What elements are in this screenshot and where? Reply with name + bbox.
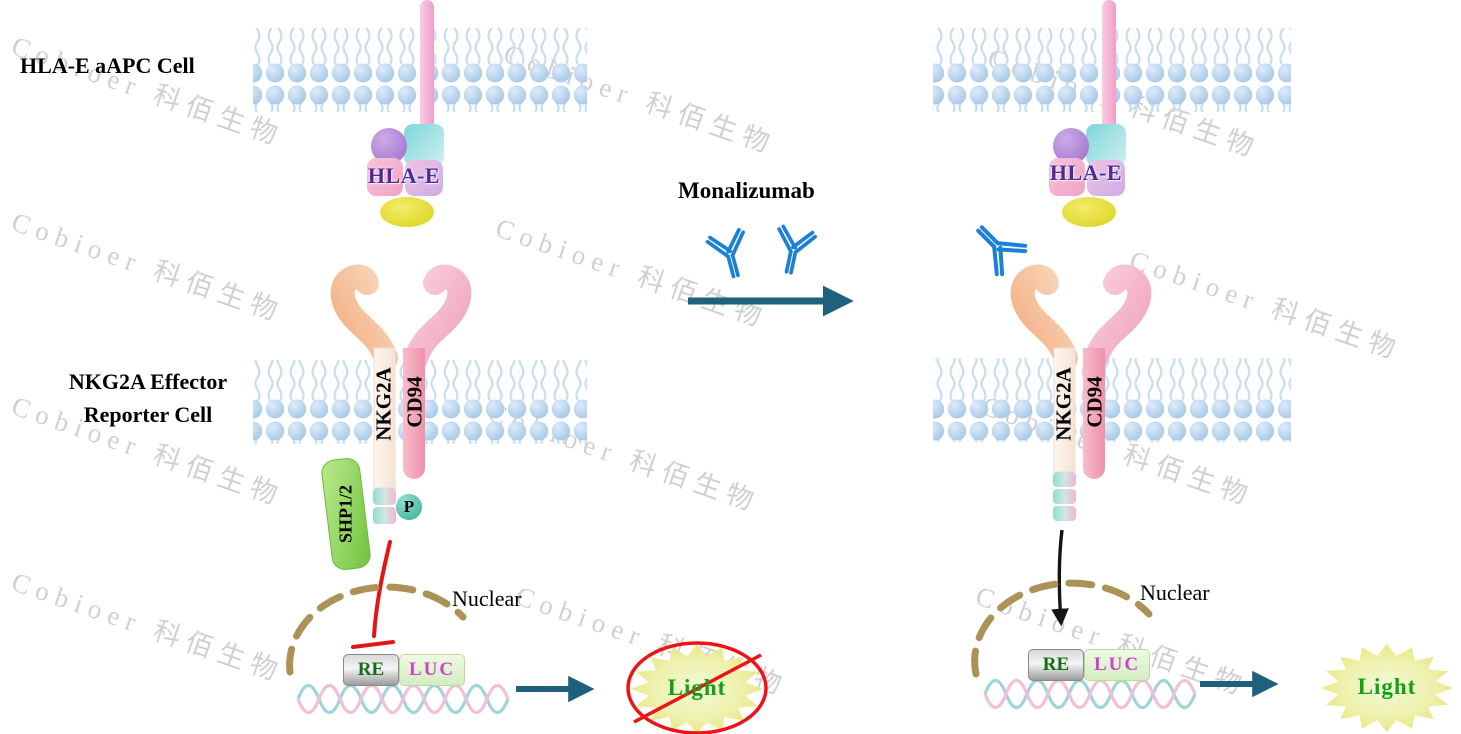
- effector-cell-label: NKG2A Effector Reporter Cell: [28, 365, 268, 431]
- nuclear-envelope-right: [971, 579, 1153, 678]
- monalizumab-antibody-icon: [768, 223, 818, 278]
- cd94-label-right: CD94: [1082, 376, 1107, 428]
- hla-e-domain-teal: [404, 124, 444, 166]
- cd94-label-left: CD94: [402, 376, 427, 428]
- activation-arrow: [1051, 529, 1069, 627]
- shp-complex: [321, 458, 371, 570]
- monalizumab-antibody-icon: [704, 227, 756, 283]
- itim-motif: [1053, 506, 1076, 521]
- re-element-left: RE: [343, 654, 399, 686]
- light-label-active: Light: [1357, 674, 1417, 699]
- hla-e-stalk: [1102, 0, 1116, 138]
- monalizumab-label: Monalizumab: [678, 178, 815, 203]
- prohibition-slash: [633, 653, 762, 724]
- inhibition-line: [351, 540, 395, 649]
- itim-motif: [373, 507, 396, 524]
- nkg2a-label-left: NKG2A: [371, 367, 396, 441]
- peptide-ellipse: [1062, 197, 1116, 227]
- bound-monalizumab-antibody-icon: [966, 215, 1028, 277]
- no-light-sign: [626, 641, 768, 734]
- hla-e-label-right: HLA-E: [1049, 160, 1123, 185]
- hla-e-complex-left: [367, 0, 444, 227]
- prohibition-ellipse: [626, 641, 768, 734]
- shp-label: SHP1/2: [335, 484, 356, 544]
- itim-motif: [373, 488, 396, 505]
- nkg2a-cd94-receptor-right: [1010, 264, 1152, 521]
- dna-right: [983, 678, 1197, 710]
- nuclear-label-left: Nuclear: [452, 586, 522, 611]
- phosphorylation-circle: [396, 494, 422, 520]
- nkg2a-arm: [1010, 264, 1078, 370]
- effector-cell-label-line1: NKG2A Effector: [68, 369, 228, 394]
- hla-e-stalk: [420, 0, 434, 138]
- dna-left: [296, 683, 510, 715]
- effector-cell-label-line2: Reporter Cell: [83, 402, 213, 427]
- itim-motif: [1053, 489, 1076, 504]
- hla-e-domain-purple: [1053, 128, 1089, 164]
- nkg2a-cd94-receptor-left: [330, 264, 472, 524]
- hla-e-domain-lavender: [1087, 160, 1125, 196]
- phospho-label: P: [403, 497, 415, 516]
- nuclear-label-right: Nuclear: [1140, 580, 1210, 605]
- apc-cell-label: HLA-E aAPC Cell: [20, 53, 195, 78]
- hla-e-domain-pink: [367, 158, 403, 196]
- nuclear-envelope-left: [286, 583, 467, 676]
- light-label-blocked: Light: [667, 675, 727, 700]
- effector-cell-membrane-right: [933, 358, 1291, 442]
- peptide-ellipse: [380, 197, 434, 227]
- hla-e-domain-purple: [371, 128, 407, 164]
- nkg2a-arm: [330, 264, 398, 370]
- luc-gene-left: LUC: [399, 654, 465, 686]
- cd94-stem: [1083, 348, 1105, 479]
- hla-e-domain-lavender: [405, 160, 443, 196]
- cd94-arm: [1084, 264, 1152, 370]
- re-element-right: RE: [1028, 649, 1084, 681]
- luc-gene-right: LUC: [1084, 649, 1150, 681]
- hla-e-domain-pink: [1049, 158, 1085, 196]
- nkg2a-label-right: NKG2A: [1051, 367, 1076, 441]
- cd94-arm: [404, 264, 472, 370]
- hla-e-label-left: HLA-E: [367, 163, 441, 188]
- cd94-stem: [403, 348, 425, 479]
- hla-e-complex-right: [1049, 0, 1126, 227]
- itim-motif: [1053, 472, 1076, 487]
- hla-e-domain-teal: [1086, 124, 1126, 166]
